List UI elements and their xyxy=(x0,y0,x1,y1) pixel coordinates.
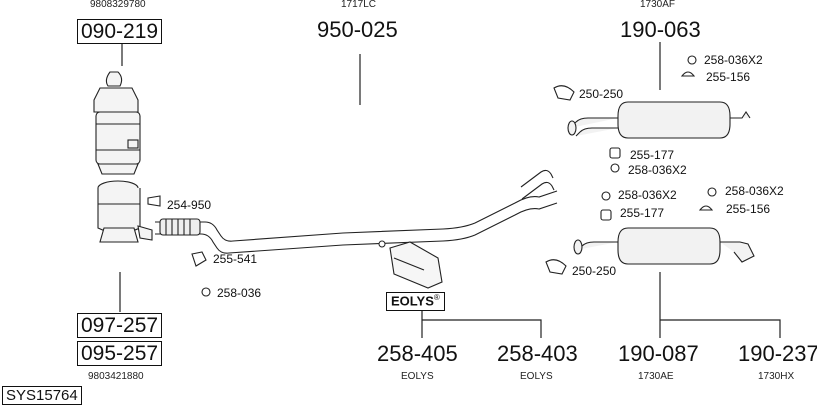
system-code: SYS15764 xyxy=(2,386,82,406)
accessory-icons xyxy=(147,55,717,297)
accessory-label: 258-036X2 xyxy=(704,53,763,67)
flex-pipe-drawing xyxy=(159,218,201,236)
part-reference: 9803421880 xyxy=(88,371,144,382)
leader-line xyxy=(660,319,781,338)
part-number-095-257: 095-257 xyxy=(77,341,163,366)
part-number-258-403: 258-403 xyxy=(497,341,578,366)
registered-mark: ® xyxy=(433,293,440,302)
accessory-label: 255-156 xyxy=(706,70,751,84)
particulate-filter-drawing xyxy=(97,180,153,243)
rear-silencer-top-drawing xyxy=(567,101,751,139)
accessory-label: 258-036X2 xyxy=(725,184,784,198)
part-reference: 1730HX xyxy=(758,371,795,382)
accessory-label: 250-250 xyxy=(579,87,624,101)
accessory-label: 255-177 xyxy=(630,148,675,162)
rear-silencer-bottom-drawing xyxy=(573,227,755,265)
accessory-label: 258-036X2 xyxy=(618,188,677,202)
heat-shield-drawing xyxy=(389,241,443,289)
part-number-097-257: 097-257 xyxy=(77,313,163,338)
part-number-190-237: 190-237 xyxy=(738,341,817,366)
accessory-label: 255-177 xyxy=(620,206,665,220)
accessory-label: 255-541 xyxy=(213,252,258,266)
part-number-190-063: 190-063 xyxy=(620,17,701,42)
part-reference: 1717LC xyxy=(341,0,377,10)
part-reference: EOLYS xyxy=(520,371,553,382)
accessory-label: 258-036X2 xyxy=(628,163,687,177)
washer-drawing xyxy=(378,240,386,248)
accessory-label: 254-950 xyxy=(167,198,212,212)
part-reference: 1730AF xyxy=(640,0,676,10)
catalytic-converter-drawing xyxy=(93,71,141,175)
part-reference: 9808329780 xyxy=(90,0,146,10)
part-number-258-405: 258-405 xyxy=(377,341,458,366)
eolys-label: EOLYS xyxy=(391,293,434,309)
part-reference: 1730AE xyxy=(638,371,674,382)
leader-line xyxy=(422,319,542,338)
accessory-label: 250-250 xyxy=(572,264,617,278)
accessory-label: 255-156 xyxy=(726,202,771,216)
part-number-190-087: 190-087 xyxy=(618,341,699,366)
accessory-label: 258-036 xyxy=(217,286,262,300)
part-number-950-025: 950-025 xyxy=(317,17,398,42)
part-number-090-219: 090-219 xyxy=(77,19,163,44)
part-reference: EOLYS xyxy=(401,371,434,382)
front-pipe-drawing xyxy=(155,169,558,254)
eolys-label-box: EOLYS® xyxy=(386,292,445,311)
